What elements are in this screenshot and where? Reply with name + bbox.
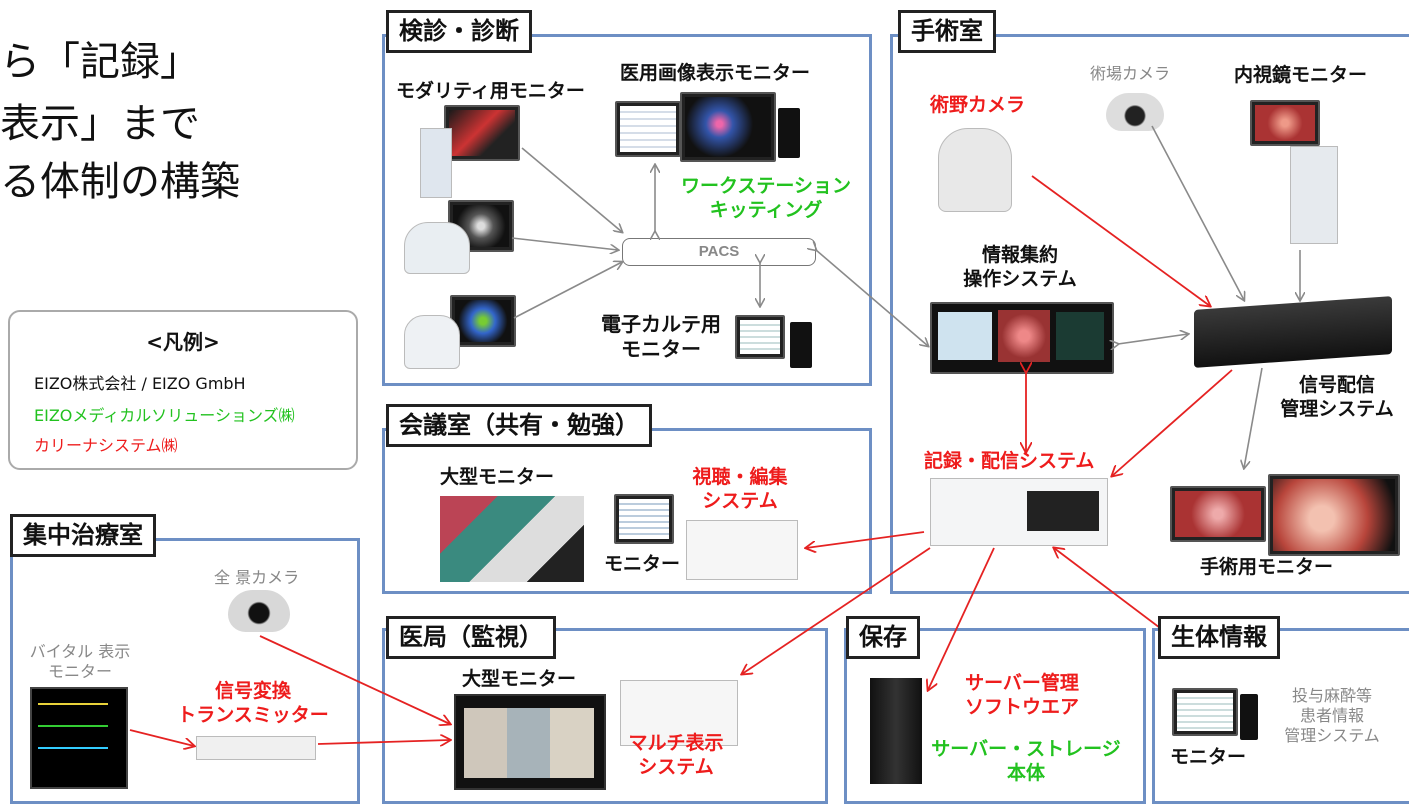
emr-monitor-image	[735, 315, 785, 359]
multi-display-system-image	[620, 680, 738, 746]
mri-scanner-image	[404, 315, 460, 369]
vital-display-line1: バイタル 表示	[29, 642, 131, 661]
title-line-1: ら「記録」	[0, 39, 200, 85]
legend-heading: <凡例>	[146, 330, 220, 354]
workstation-line2: キッティング	[709, 198, 823, 221]
pacs-node: PACS	[622, 238, 816, 266]
workstation-pc-image	[778, 108, 800, 158]
storage-line1: サーバー・ストレージ	[931, 738, 1121, 760]
emr-pc-image	[790, 322, 812, 368]
vital-monitor-label: モニター	[1170, 746, 1247, 768]
workstation-kitting-label: ワークステーション キッティング	[666, 175, 866, 223]
server-software-label: サーバー管理 ソフトウエア	[932, 672, 1112, 720]
multi-line2: システム	[638, 755, 714, 778]
transmitter-device-image	[196, 736, 316, 760]
vital-monitor-image	[30, 687, 128, 789]
storage-line2: 本体	[1006, 761, 1045, 784]
anesthesia-line2: 患者情報	[1299, 706, 1364, 725]
ultrasound-device-image	[420, 128, 452, 198]
surgical-monitor-small-image	[1170, 486, 1266, 542]
section-label-exam: 検診・診断	[386, 10, 532, 53]
modality-monitor-label: モダリティ用モニター	[396, 80, 585, 102]
multi-display-label: マルチ表示 システム	[606, 732, 746, 780]
multi-line1: マルチ表示	[628, 732, 724, 754]
emr-line2: モニター	[621, 337, 701, 361]
endoscope-monitor-label: 内視鏡モニター	[1234, 64, 1368, 86]
view-edit-system-image	[686, 520, 798, 580]
legend-item-carina: カリーナシステム㈱	[34, 436, 178, 455]
office-large-monitor-image	[454, 694, 606, 790]
site-camera-label: 術場カメラ	[1090, 64, 1171, 83]
section-label-storage: 保存	[846, 616, 920, 659]
title-line-3: る体制の構築	[0, 159, 240, 205]
record-system-label: 記録・配信システム	[924, 450, 1095, 472]
info-line1: 情報集約	[981, 244, 1058, 266]
anesthesia-line1: 投与麻酔等	[1291, 686, 1372, 705]
emr-line1: 電子カルテ用	[601, 312, 721, 336]
transmitter-line2: トランスミッター	[177, 703, 329, 726]
anesthesia-system-label: 投与麻酔等 患者情報 管理システム	[1262, 686, 1402, 746]
panorama-camera-image	[228, 590, 290, 632]
office-large-monitor-label: 大型モニター	[462, 668, 577, 690]
site-camera-image	[1106, 93, 1164, 131]
conference-large-monitor-label: 大型モニター	[440, 466, 555, 488]
ct-scanner-image	[404, 222, 470, 274]
conference-large-monitor-image	[440, 496, 584, 582]
section-label-office: 医局（監視）	[386, 616, 556, 659]
modality-monitor-image	[444, 105, 520, 161]
surgical-monitor-large-image	[1268, 474, 1400, 556]
diagnostic-monitor-image	[680, 92, 776, 162]
conference-monitor-image	[614, 494, 674, 544]
legend-item-eizo-medical: EIZOメディカルソリューションズ㈱	[34, 406, 295, 425]
surgical-monitor-label: 手術用モニター	[1200, 556, 1334, 578]
view-line1: 視聴・編集	[692, 466, 788, 488]
anesthesia-line3: 管理システム	[1284, 726, 1380, 745]
info-system-label: 情報集約 操作システム	[930, 244, 1110, 292]
anesthesia-monitor-image	[1172, 688, 1238, 736]
legend-box: <凡例> EIZO株式会社 / EIZO GmbH EIZOメディカルソリューシ…	[8, 310, 358, 470]
worklist-monitor-image	[615, 101, 681, 157]
emr-monitor-label: 電子カルテ用 モニター	[586, 312, 736, 362]
workstation-line1: ワークステーション	[680, 175, 852, 197]
section-label-surgery: 手術室	[898, 10, 996, 53]
conference-monitor-label: モニター	[604, 553, 681, 575]
server-storage-label: サーバー・ストレージ 本体	[914, 738, 1138, 786]
recorder-device-image	[930, 478, 1108, 546]
panorama-camera-label: 全 景カメラ	[214, 568, 300, 587]
transmitter-label: 信号変換 トランスミッター	[168, 680, 338, 728]
view-line2: システム	[702, 489, 778, 512]
server-rack-image	[870, 678, 922, 784]
field-camera-image	[938, 128, 1012, 212]
endoscope-monitor-image	[1250, 100, 1320, 146]
endoscope-cart-image	[1290, 146, 1338, 244]
legend-item-eizo: EIZO株式会社 / EIZO GmbH	[34, 374, 246, 393]
view-edit-label: 視聴・編集 システム	[680, 466, 800, 514]
transmitter-line1: 信号変換	[214, 680, 291, 702]
vital-display-label: バイタル 表示 モニター	[18, 642, 142, 682]
field-camera-label: 術野カメラ	[930, 94, 1026, 116]
title-line-2: 表示」まで	[0, 101, 200, 147]
medical-image-monitor-label: 医用画像表示モニター	[620, 62, 811, 84]
anesthesia-pc-image	[1240, 694, 1258, 740]
server-line1: サーバー管理	[965, 672, 1079, 694]
info-line2: 操作システム	[963, 267, 1077, 290]
section-label-vital: 生体情報	[1158, 616, 1280, 659]
section-label-icu: 集中治療室	[10, 514, 156, 557]
info-system-monitor-image	[930, 302, 1114, 374]
signal-line1: 信号配信	[1298, 374, 1375, 396]
server-line2: ソフトウエア	[964, 695, 1079, 718]
section-label-conference: 会議室（共有・勉強）	[386, 404, 652, 447]
vital-display-line2: モニター	[47, 662, 112, 681]
signal-system-label: 信号配信 管理システム	[1262, 374, 1409, 422]
signal-line2: 管理システム	[1280, 397, 1394, 420]
